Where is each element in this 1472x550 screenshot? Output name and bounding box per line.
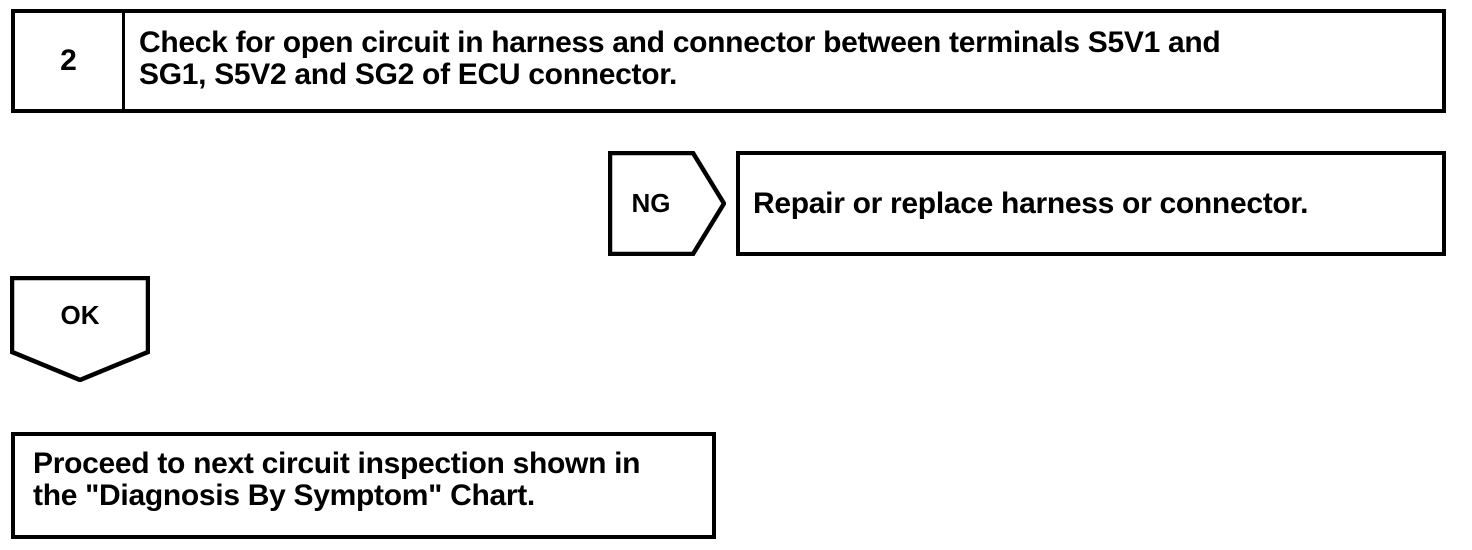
step-number: 2 xyxy=(60,44,77,77)
step-number-cell: 2 xyxy=(15,13,125,109)
ok-result-box: Proceed to next circuit inspection shown… xyxy=(11,432,716,539)
step-instruction-cell: Check for open circuit in harness and co… xyxy=(125,13,1442,109)
ng-result-box: Repair or replace harness or connector. xyxy=(736,151,1446,256)
ok-branch-tag xyxy=(10,276,150,382)
step-instruction-row: 2 Check for open circuit in harness and … xyxy=(11,9,1446,113)
down-arrow-pentagon-icon xyxy=(10,276,150,382)
ng-result-text: Repair or replace harness or connector. xyxy=(753,186,1309,220)
ok-result-text: Proceed to next circuit inspection shown… xyxy=(33,447,641,513)
step-instruction-text: Check for open circuit in harness and co… xyxy=(139,26,1221,91)
right-arrow-pentagon-icon xyxy=(608,151,726,256)
ng-branch-tag xyxy=(608,151,726,256)
